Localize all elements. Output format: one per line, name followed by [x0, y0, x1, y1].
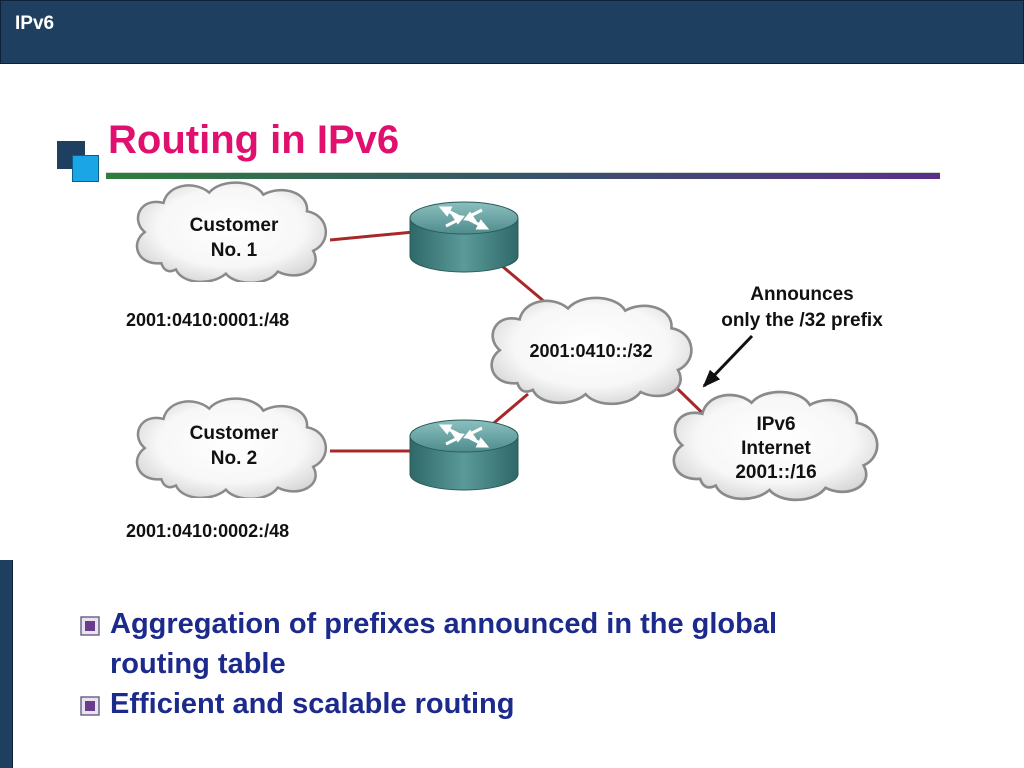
- bullet-text: Efficient and scalable routing: [110, 688, 515, 720]
- bullet-list: Aggregation of prefixes announced in the…: [78, 604, 978, 724]
- customer2-label-line2: No. 2: [211, 448, 257, 469]
- bullet-item-efficient: Efficient and scalable routing: [78, 684, 978, 724]
- customer1-prefix: 2001:0410:0001:/48: [126, 310, 289, 330]
- header-bar: IPv6: [0, 0, 1024, 64]
- annotation-line2: only the /32 prefix: [721, 310, 883, 331]
- router-2-icon: [409, 419, 519, 491]
- internet-label-line3: 2001::/16: [735, 462, 816, 483]
- slide-title: Routing in IPv6: [108, 118, 400, 162]
- customer1-label-line1: Customer: [190, 215, 279, 236]
- square-bullet-icon: [80, 696, 100, 716]
- title-squares-icon: [57, 141, 101, 185]
- bullet-text-line1: Aggregation of prefixes announced in the…: [110, 608, 778, 640]
- aggregate-prefix-label: 2001:0410::/32: [529, 341, 652, 361]
- square-bullet-icon: [80, 616, 100, 636]
- customer2-label-line1: Customer: [190, 423, 279, 444]
- router-1-icon: [409, 201, 519, 273]
- annotation-line1: Announces: [750, 284, 853, 305]
- internet-label-line2: Internet: [741, 438, 811, 459]
- title-divider: [106, 172, 940, 179]
- bullet-text-line2: routing table: [110, 648, 286, 680]
- customer2-prefix: 2001:0410:0002:/48: [126, 521, 289, 541]
- left-accent-strip: [0, 560, 13, 768]
- customer1-label-line2: No. 1: [211, 240, 258, 261]
- header-label: IPv6: [15, 13, 55, 34]
- link-customer1-router1: [329, 230, 415, 242]
- bullet-item-aggregation: Aggregation of prefixes announced in the…: [78, 604, 978, 684]
- annotation-arrow: [702, 334, 754, 388]
- internet-label-line1: IPv6: [756, 414, 795, 435]
